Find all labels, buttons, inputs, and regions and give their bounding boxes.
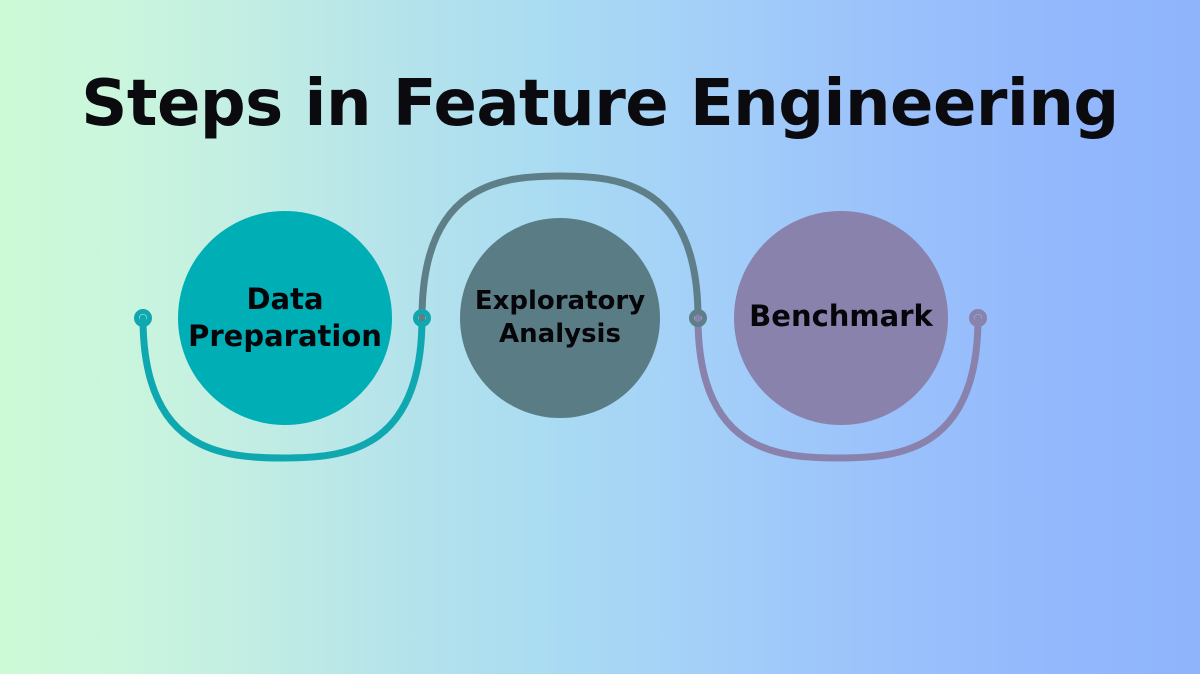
connector-node-4[interactable]: [969, 309, 987, 327]
connector-node-3[interactable]: [689, 309, 707, 327]
step-circle-benchmark[interactable]: [734, 211, 948, 425]
step-circle-data-preparation[interactable]: [178, 211, 392, 425]
connector-arc-3: [694, 314, 982, 462]
connector-arc-2: [418, 172, 702, 322]
step-circle-exploratory-analysis[interactable]: [460, 218, 660, 418]
page-title: Steps in Feature Engineering: [81, 66, 1119, 141]
connector-node-1[interactable]: [134, 309, 152, 327]
connector-node-2[interactable]: [413, 309, 431, 327]
connector-arc-1: [139, 314, 426, 462]
